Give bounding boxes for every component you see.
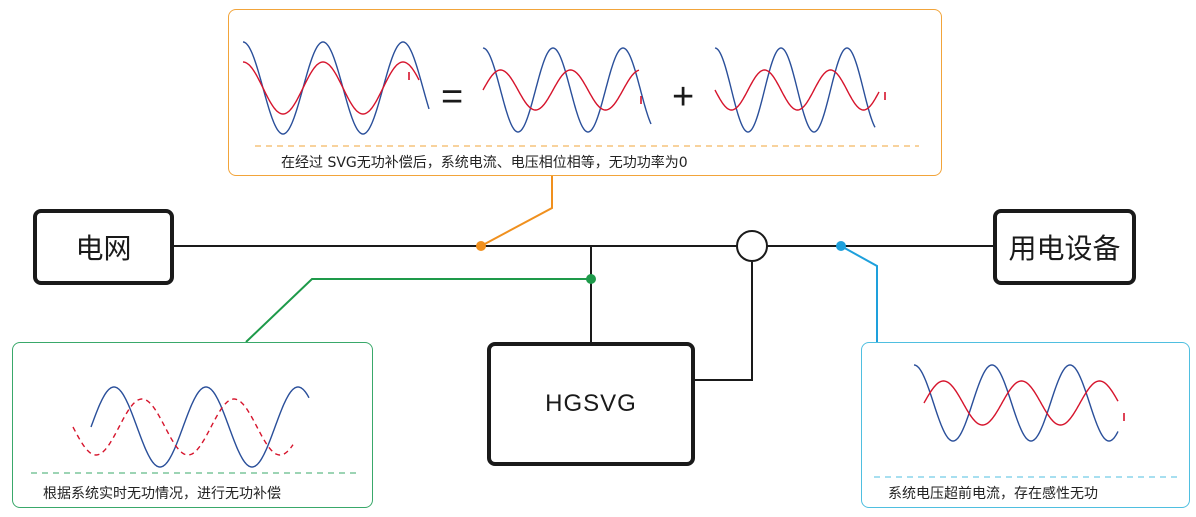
current-transformer — [736, 230, 768, 262]
voltage-wave — [714, 47, 876, 133]
voltage-wave — [90, 386, 310, 468]
combined-waveform — [242, 41, 430, 135]
grid-label: 电网 — [75, 232, 132, 265]
lagging-current-waveform — [913, 364, 1125, 442]
right-waves — [874, 364, 1180, 478]
equipment-label: 用电设备 — [1008, 232, 1121, 265]
hgsvg-label: HGSVG — [545, 390, 637, 417]
plus-sign: + — [672, 76, 695, 118]
top-caption: 在经过 SVG无功补偿后，系统电流、电压相位相等，无功功率为0 — [281, 155, 688, 171]
current-wave — [242, 61, 420, 115]
right-caption: 系统电压超前电流，存在感性无功 — [888, 486, 1098, 502]
grid-box: 电网 — [33, 209, 174, 285]
top-waves — [242, 41, 919, 147]
right-panel: 系统电压超前电流，存在感性无功 — [861, 342, 1190, 508]
current-wave — [714, 69, 880, 111]
compensation-waveform — [72, 386, 310, 468]
left-callout-line — [245, 278, 591, 343]
top-panel: = + 在经过 SVG无功补偿后，系统电流、电压相位相等，无功功率为0 — [228, 9, 942, 176]
current-wave — [482, 69, 640, 111]
top-callout-line — [480, 176, 553, 247]
equipment-box: 用电设备 — [993, 209, 1136, 285]
left-callout-dot — [586, 274, 596, 284]
active-waveform — [482, 47, 652, 133]
voltage-wave — [482, 47, 652, 133]
left-panel: 根据系统实时无功情况，进行无功补偿 — [12, 342, 373, 508]
reactive-waveform — [714, 47, 886, 133]
voltage-wave — [242, 41, 430, 135]
left-waves — [31, 386, 359, 474]
voltage-wave — [913, 364, 1119, 442]
right-callout-line — [840, 245, 878, 342]
compensation-current-wave — [72, 398, 294, 456]
ct-signal-line — [694, 262, 753, 381]
hgsvg-box: HGSVG — [487, 342, 695, 466]
top-callout-dot — [476, 241, 486, 251]
right-callout-dot — [836, 241, 846, 251]
current-wave — [923, 380, 1119, 426]
equals-sign: = — [441, 76, 464, 118]
left-caption: 根据系统实时无功情况，进行无功补偿 — [43, 486, 281, 502]
